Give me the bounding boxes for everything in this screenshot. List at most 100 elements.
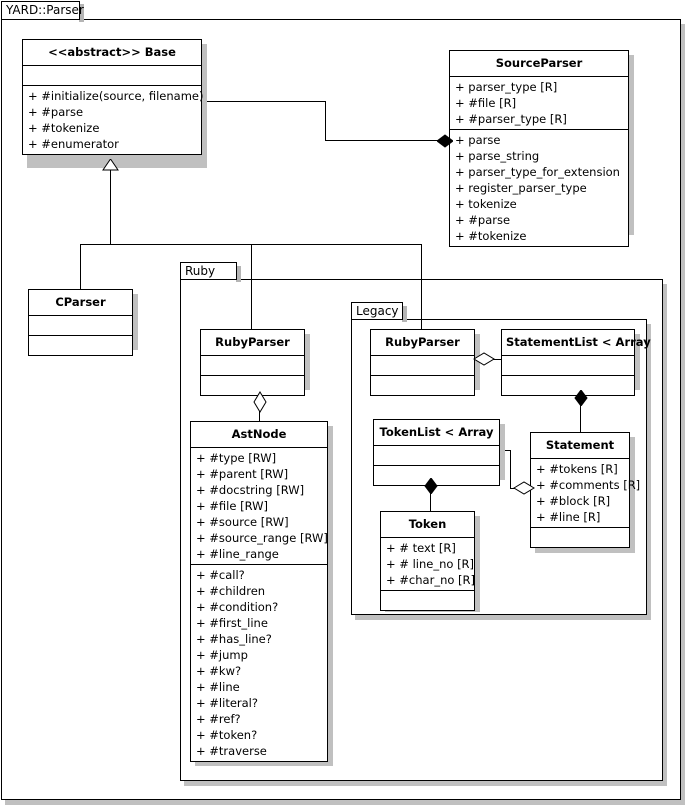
class-member-row: + #line [R] xyxy=(536,510,601,524)
class-member-row: + #block [R] xyxy=(536,494,611,508)
class-legacy-rubyparser[interactable]: RubyParser xyxy=(370,329,475,396)
class-member-row: + #token? xyxy=(196,728,258,742)
class-cparser-methods xyxy=(29,335,132,355)
class-member-row: + parse_string xyxy=(455,149,540,163)
class-ruby-rubyparser-name: RubyParser xyxy=(215,335,290,349)
class-member-row: + #source [RW] xyxy=(196,515,289,529)
class-member-row: + #has_line? xyxy=(196,632,272,646)
class-astnode[interactable]: AstNode + #type [RW]+ #parent [RW]+ #doc… xyxy=(190,421,328,762)
class-statementlist-name: StatementList < Array xyxy=(506,335,651,349)
edge-generalization-bus-legacy xyxy=(251,244,422,245)
aggregation-diamond-statementlist xyxy=(473,352,495,366)
class-member-row: + #file [R] xyxy=(455,96,517,110)
generalization-triangle-base xyxy=(102,159,119,171)
class-sourceparser[interactable]: SourceParser + parser_type [R] + #file [R… xyxy=(449,50,629,247)
class-member-row: + # line_no [R] xyxy=(386,557,475,571)
package-ruby-tab-label: Ruby xyxy=(180,262,237,280)
class-cparser[interactable]: CParser xyxy=(28,289,133,356)
class-member-row: + register_parser_type xyxy=(455,181,587,195)
class-ruby-rubyparser[interactable]: RubyParser xyxy=(200,329,305,396)
class-tokenlist[interactable]: TokenList < Array xyxy=(373,419,500,486)
class-member-row: + #file [RW] xyxy=(196,499,268,513)
class-statement-methods xyxy=(531,527,629,547)
class-member-row: + #parse xyxy=(455,213,511,227)
class-member-row: + #tokenize xyxy=(455,229,527,243)
class-member-row: + #traverse xyxy=(196,744,267,758)
class-member-row: + tokenize xyxy=(455,197,517,211)
class-member-row: + #jump xyxy=(196,648,248,662)
class-member-row: + #ref? xyxy=(196,712,241,726)
class-statementlist[interactable]: StatementList < Array xyxy=(501,329,651,396)
class-statement-name: Statement xyxy=(545,438,615,452)
composition-diamond-statement xyxy=(574,390,588,406)
class-member-row: + #condition? xyxy=(196,600,279,614)
class-member-row: + #comments [R] xyxy=(536,478,641,492)
edge-base-sourceparser-seg2 xyxy=(325,101,326,141)
class-member-row: + #parse xyxy=(28,105,84,119)
class-cparser-attributes xyxy=(29,315,132,335)
class-legacy-rubyparser-methods xyxy=(371,375,474,395)
edge-legacy-rubyparser-statementlist xyxy=(492,359,509,360)
class-astnode-methods: + #call?+ #children+ #condition?+ #first… xyxy=(191,564,327,761)
package-legacy-tab-label: Legacy xyxy=(351,302,403,320)
class-ruby-rubyparser-methods xyxy=(201,375,304,395)
class-member-row: + parse xyxy=(455,133,501,147)
class-member-row: + #line_range xyxy=(196,547,279,561)
edge-statement-tokenlist-seg2 xyxy=(510,450,511,488)
edge-statementlist-statement xyxy=(580,404,581,432)
class-base[interactable]: <<abstract>> Base + #initialize(source, … xyxy=(22,39,204,155)
class-member-row: + #first_line xyxy=(196,616,268,630)
class-tokenlist-methods xyxy=(374,465,499,485)
class-statementlist-attributes xyxy=(502,355,634,375)
class-sourceparser-attributes: + parser_type [R] + #file [R] + #parser_ty… xyxy=(450,76,628,129)
class-member-row: + #tokens [R] xyxy=(536,462,618,476)
class-member-row: + #children xyxy=(196,584,266,598)
edge-base-sourceparser-seg1 xyxy=(205,101,326,102)
class-member-row: + #docstring [RW] xyxy=(196,483,305,497)
class-token[interactable]: Token + # text [R] + # line_no [R] + #char… xyxy=(380,511,475,611)
class-astnode-attributes: + #type [RW]+ #parent [RW]+ #docstring [… xyxy=(191,447,328,564)
class-member-row: + #parent [RW] xyxy=(196,467,289,481)
class-member-row: + #parser_type [R] xyxy=(455,112,567,126)
aggregation-diamond-tokenlist xyxy=(513,481,535,495)
class-token-attributes: + # text [R] + # line_no [R] + #char_no [R… xyxy=(381,537,476,590)
edge-tokenlist-token xyxy=(430,492,431,511)
class-astnode-name: AstNode xyxy=(231,427,287,441)
package-ruby-tab-shadow xyxy=(236,266,241,282)
class-member-row: + #kw? xyxy=(196,664,242,678)
composition-diamond-sourceparser xyxy=(437,134,453,148)
class-sourceparser-methods: + parse+ parse_string+ parser_type_for_e… xyxy=(450,129,628,246)
class-cparser-name: CParser xyxy=(55,295,106,309)
class-token-name: Token xyxy=(408,517,447,531)
edge-generalization-to-rubyparser xyxy=(251,244,252,329)
class-member-row: + # text [R] xyxy=(386,541,456,555)
class-statementlist-methods xyxy=(502,375,634,395)
class-member-row: + parser_type [R] xyxy=(455,80,558,94)
class-statement[interactable]: Statement + #tokens [R] + #comments [R] + … xyxy=(530,432,641,548)
class-tokenlist-name: TokenList < Array xyxy=(379,425,494,439)
aggregation-diamond-astnode xyxy=(253,391,267,413)
edge-rubyparser-astnode xyxy=(259,410,260,421)
class-legacy-rubyparser-name: RubyParser xyxy=(385,335,460,349)
class-member-row: + #literal? xyxy=(196,696,258,710)
class-legacy-rubyparser-attributes xyxy=(371,355,474,375)
edge-generalization-trunk xyxy=(110,170,111,245)
edge-base-sourceparser-seg3 xyxy=(325,140,449,141)
class-member-row: + #initialize(source, filename) xyxy=(28,89,204,103)
class-sourceparser-name: SourceParser xyxy=(495,56,583,70)
class-base-name: <<abstract>> Base xyxy=(48,45,176,59)
package-legacy-tab-shadow xyxy=(402,306,407,322)
class-base-methods: + #initialize(source, filename) + #parse +… xyxy=(23,85,204,154)
class-member-row: + #char_no [R] xyxy=(386,573,476,587)
class-member-row: + #tokenize xyxy=(28,121,100,135)
package-yard-parser-tab-shadow xyxy=(79,4,84,22)
class-member-row: + #source_range [RW] xyxy=(196,531,328,545)
edge-generalization-to-legacy-rubyparser xyxy=(421,244,422,329)
composition-diamond-token xyxy=(424,478,438,494)
class-member-row: + #enumerator xyxy=(28,137,119,151)
class-token-methods xyxy=(381,590,474,610)
class-base-attributes xyxy=(23,65,201,85)
edge-generalization-bus xyxy=(80,244,252,245)
class-ruby-rubyparser-attributes xyxy=(201,355,304,375)
